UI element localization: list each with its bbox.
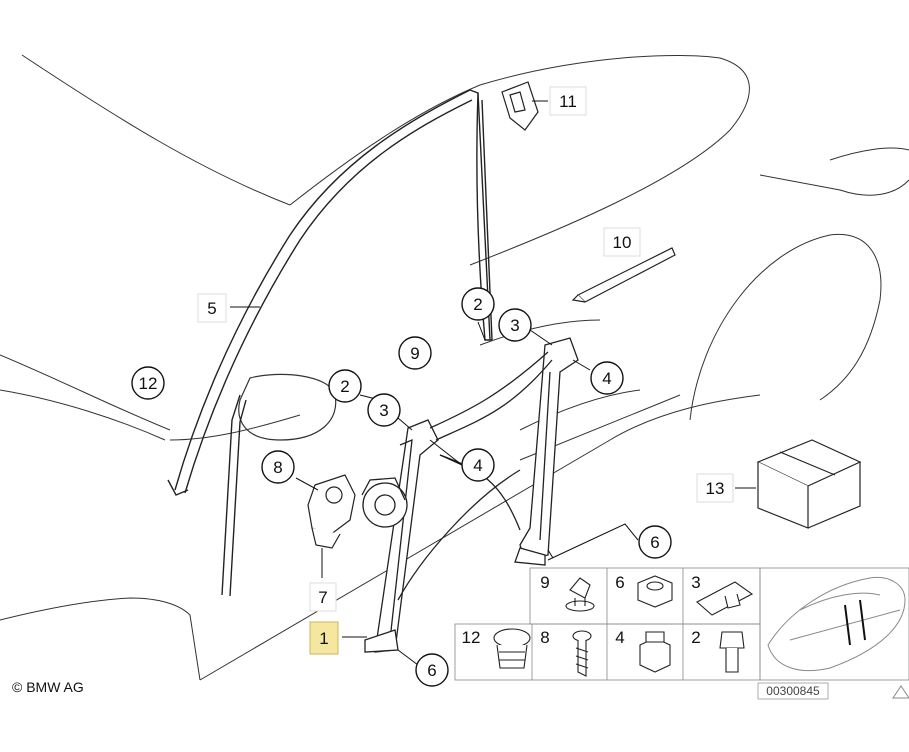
clip-9-drawing — [565, 577, 595, 612]
svg-text:3: 3 — [691, 573, 700, 592]
callout-3a: 3 — [498, 308, 532, 342]
svg-text:8: 8 — [273, 458, 282, 477]
label-5: 5 — [197, 293, 227, 323]
svg-text:00300845: 00300845 — [766, 684, 820, 698]
side-mirror — [238, 373, 337, 441]
label-10: 10 — [603, 227, 641, 257]
svg-text:2: 2 — [340, 377, 349, 396]
legend-label-4: 4 — [615, 628, 624, 647]
svg-text:3: 3 — [379, 401, 388, 420]
bolt-2-drawing — [719, 631, 745, 673]
legend-label-8: 8 — [540, 628, 549, 647]
svg-text:6: 6 — [427, 661, 436, 680]
callout-2a: 2 — [461, 287, 495, 321]
trim-piece-11 — [501, 81, 539, 131]
svg-text:3: 3 — [510, 316, 519, 335]
seal-strip-10 — [571, 247, 676, 303]
svg-text:© BMW AG: © BMW AG — [12, 679, 84, 695]
callout-6a: 6 — [638, 525, 672, 559]
nut-6-drawing — [637, 575, 673, 608]
svg-text:9: 9 — [410, 344, 419, 363]
clip-nut-3-drawing — [696, 581, 754, 616]
warning-triangle-icon — [892, 685, 909, 699]
svg-text:4: 4 — [473, 456, 482, 475]
svg-text:11: 11 — [559, 92, 577, 111]
svg-text:2: 2 — [473, 295, 482, 314]
svg-text:5: 5 — [207, 299, 216, 318]
svg-text:6: 6 — [650, 533, 659, 552]
diagram-number: 00300845 — [757, 682, 829, 700]
hardware-legend-grid — [454, 567, 909, 681]
copyright: © BMW AG — [12, 679, 84, 695]
plug-12-drawing — [493, 628, 531, 669]
svg-text:12: 12 — [462, 628, 481, 647]
legend-label-3: 3 — [691, 573, 700, 592]
window-regulator — [361, 337, 579, 653]
svg-text:9: 9 — [540, 573, 549, 592]
car-body-outline — [0, 54, 909, 681]
leader-lines — [230, 100, 756, 666]
legend-label-12: 12 — [462, 628, 481, 647]
svg-text:10: 10 — [613, 233, 632, 252]
svg-text:6: 6 — [615, 573, 624, 592]
svg-text:13: 13 — [706, 479, 725, 498]
label-7: 7 — [309, 582, 337, 612]
label-1-highlighted: 1 — [309, 621, 339, 655]
callout-2b: 2 — [328, 369, 362, 403]
svg-text:2: 2 — [691, 628, 700, 647]
legend-label-9: 9 — [540, 573, 549, 592]
callout-4a: 4 — [590, 361, 624, 395]
callout-9: 9 — [398, 336, 432, 370]
screw-8-drawing — [572, 630, 592, 677]
svg-text:7: 7 — [318, 588, 327, 607]
label-11: 11 — [549, 86, 587, 116]
svg-text:12: 12 — [139, 374, 158, 393]
svg-text:4: 4 — [615, 628, 624, 647]
callout-6b: 6 — [415, 653, 449, 687]
svg-text:8: 8 — [540, 628, 549, 647]
window-motor — [307, 474, 356, 549]
legend-label-2: 2 — [691, 628, 700, 647]
nut-4-drawing — [639, 631, 671, 673]
callout-12: 12 — [131, 366, 165, 400]
callout-8: 8 — [261, 450, 295, 484]
svg-text:1: 1 — [319, 629, 328, 648]
window-frame-seal — [167, 89, 493, 597]
mini-car-sketch — [767, 576, 906, 672]
accessory-box — [756, 439, 862, 529]
label-13: 13 — [696, 473, 734, 503]
callout-3b: 3 — [367, 393, 401, 427]
callout-4b: 4 — [461, 448, 495, 482]
svg-text:4: 4 — [602, 369, 611, 388]
legend-label-6: 6 — [615, 573, 624, 592]
